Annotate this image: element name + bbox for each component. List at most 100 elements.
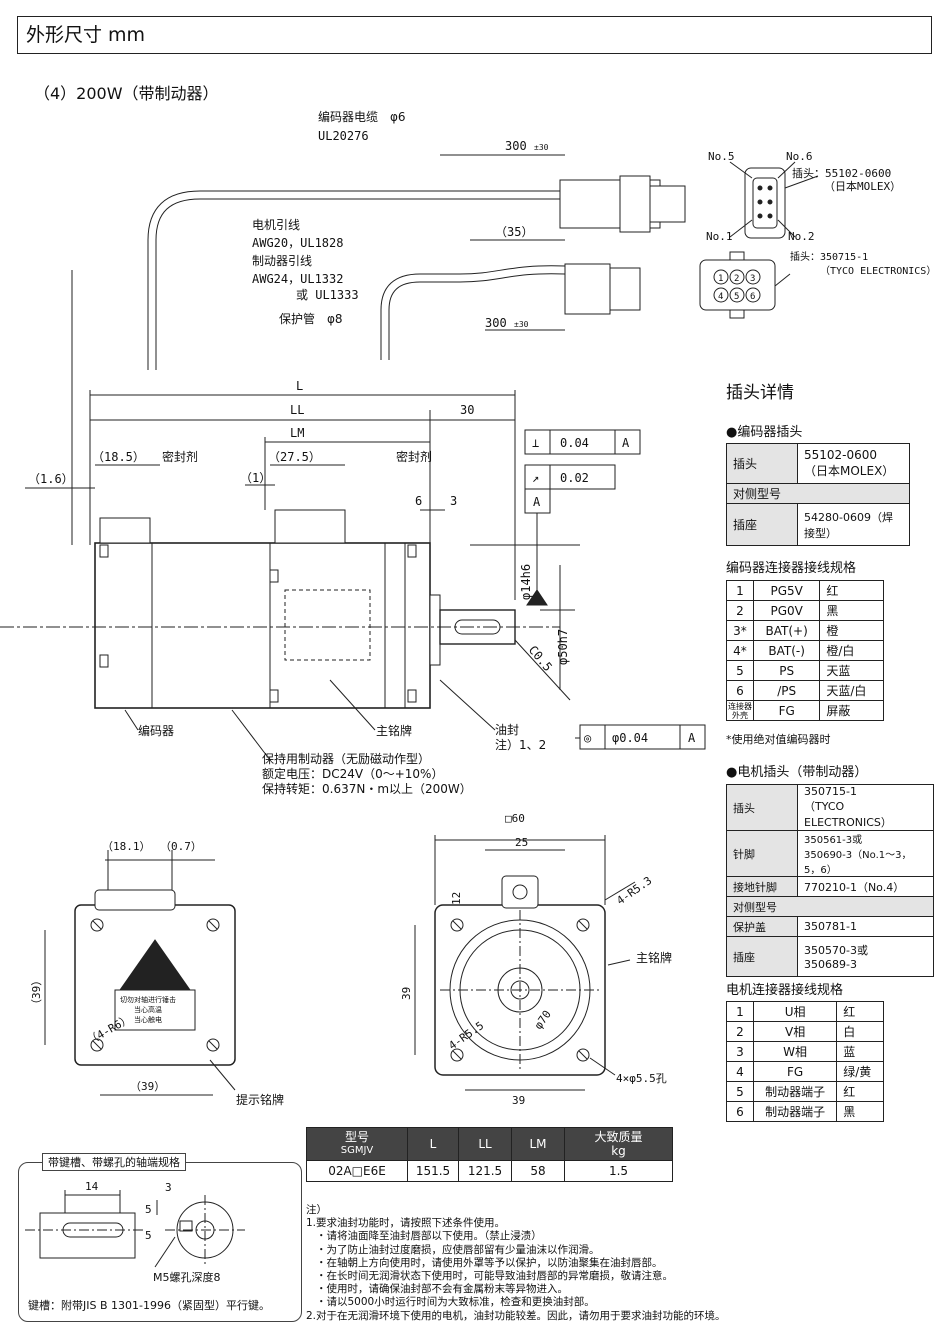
enc-pin-sig: BAT(+) [752, 620, 821, 641]
tube-label: 保护管 φ8 [279, 311, 343, 326]
mot-socket-label: 插座 [726, 936, 798, 977]
nameplate-label: 主铭牌 [376, 723, 412, 738]
pin-1: 1 [718, 274, 723, 284]
cell-LL: 121.5 [458, 1160, 512, 1182]
enc-plug-pn: 55102-0600 [804, 448, 878, 462]
encoder-cable-ul: UL20276 [318, 129, 369, 143]
datum-a-2: A [533, 495, 541, 509]
mot-pin-color: 黑 [836, 1101, 884, 1122]
cell-mass: 1.5 [564, 1160, 673, 1182]
warn-text-2: 当心高温 [134, 1005, 162, 1014]
tol-30-b: ±30 [514, 320, 529, 329]
mot-pin-n: 5 [726, 1081, 754, 1102]
section-subtitle: （4）200W（带制动器） [34, 84, 219, 103]
mot-pin-color: 白 [836, 1021, 884, 1042]
conn-no1: No.1 [706, 230, 733, 243]
mot-socket-a: 350570-3或 [804, 944, 868, 957]
page-header: 外形尺寸 mm [17, 16, 932, 54]
note-line: ・在轴朝上方向使用时，请使用外罩等予以保护，以防油聚集在油封唇部。 [316, 1256, 663, 1269]
mot-conn-mfr: （TYCO ELECTRONICS） [820, 265, 936, 277]
enc-pin-n: 2 [726, 600, 754, 621]
enc-socket-pn: 54280-0609（焊接型） [797, 503, 910, 546]
mot-wiring-title: 电机连接器接线规格 [726, 983, 844, 998]
col-mass: 大致质量 [594, 1130, 643, 1144]
enc-pin-n: 1 [726, 580, 754, 601]
brake-lead-or: 或 UL1333 [296, 288, 359, 302]
note-line: ・请以5000小时运行时间为大致标准，检查和更换油封部。 [316, 1296, 595, 1309]
enc-plug-mfr: （日本MOLEX） [804, 464, 895, 478]
mot-pin-n: 6 [726, 1101, 754, 1122]
dim-sq60: □60 [505, 812, 525, 825]
datum-a-1: A [622, 436, 630, 450]
shaft-dim-5: 5 [145, 1203, 152, 1216]
enc-pin-sig: BAT(-) [752, 640, 821, 661]
motor-lead-awg: AWG20，UL1828 [252, 236, 343, 250]
mot-pin-sig: 制动器端子 [752, 1081, 838, 1102]
enc-pin-n: 3* [726, 620, 754, 641]
dim-30: 30 [460, 403, 474, 417]
enc-pin-sig: /PS [752, 680, 821, 701]
brake-lead-awg: AWG24，UL1332 [252, 272, 343, 286]
dim-L: L [296, 379, 303, 393]
mot-plug-title: ●电机插头（带制动器） [726, 765, 868, 780]
dim-35: （35） [495, 225, 533, 239]
mot-pin-color: 红 [836, 1081, 884, 1102]
oil-seal-note: 注）1、2 [495, 737, 546, 752]
dim-39-b: （39） [130, 1080, 165, 1093]
dim-18-1: （18.1） [102, 840, 151, 853]
note-line: 1.要求油封功能时，请按照下述条件使用。 [306, 1217, 506, 1230]
dim-300-motor: 300 [485, 316, 507, 330]
mot-pin-sig: 制动器端子 [752, 1101, 838, 1122]
brake-voltage: 额定电压：DC24V（0～+10%） [262, 766, 443, 781]
warn-text-1: 切勿对轴进行锤击 [120, 995, 176, 1004]
dim-39-c: 39 [400, 987, 413, 1000]
datum-a-3: A [688, 731, 696, 745]
enc-conn-mfr: （日本MOLEX） [824, 179, 901, 193]
mot-pin-color: 红 [836, 1001, 884, 1022]
dim-39-a: （39） [30, 975, 43, 1010]
cell-L: 151.5 [407, 1160, 459, 1182]
mot-pin-sig: FG [752, 1061, 838, 1082]
mot-plug-table: 插头 350715-1（TYCO ELECTRONICS） 针脚 350561-… [726, 784, 934, 977]
perpendicularity-symbol: ⊥ [532, 436, 539, 450]
enc-pin-color: 橙 [819, 620, 884, 641]
mot-pin-sig: V相 [752, 1021, 838, 1042]
enc-pin-n: 4* [726, 640, 754, 661]
enc-mate-label: 对侧型号 [726, 483, 910, 504]
brake-title: 保持用制动器（无励磁动作型） [262, 751, 430, 766]
mot-pin-b: 350690-3（No.1～3，5，6） [804, 850, 912, 876]
motor-lead-label: 电机引线 [252, 218, 300, 232]
enc-pin-color: 红 [819, 580, 884, 601]
enc-pin-n: 连接器外壳 [726, 700, 754, 721]
mot-pin-sig: W相 [752, 1041, 838, 1062]
pin-5: 5 [734, 292, 739, 302]
dim-300-encoder: 300 [505, 139, 527, 153]
front-view-drawing: □60 25 12 4-R5.3 39 4-R5.5 φ70 4×φ5.5孔 3… [400, 812, 672, 1107]
warning-plate-label: 提示铭牌 [236, 1092, 284, 1107]
enc-plug-title: ●编码器插头 [726, 425, 803, 440]
pin-4: 4 [718, 292, 723, 302]
runout-symbol: ↗ [532, 471, 539, 485]
concentricity-value: φ0.04 [612, 731, 648, 745]
dim-12: 12 [450, 892, 463, 905]
warn-text-3: 当心触电 [134, 1015, 162, 1024]
enc-pin-sig: FG [752, 700, 821, 721]
enc-pin-n: 6 [726, 680, 754, 701]
mot-cover: 350781-1 [797, 916, 934, 937]
brake-lead-label: 制动器引线 [252, 254, 312, 268]
mot-pin-n: 4 [726, 1061, 754, 1082]
runout-value: 0.02 [560, 471, 589, 485]
dim-1: （1） [240, 471, 271, 485]
mot-conn-pn: 插头：350715-1 [790, 250, 868, 263]
enc-pin-color: 橙/白 [819, 640, 884, 661]
nameplate-label-2: 主铭牌 [636, 950, 672, 965]
mot-pin-n: 2 [726, 1021, 754, 1042]
enc-wiring-title: 编码器连接器接线规格 [726, 561, 857, 576]
dim-0-7: （0.7） [160, 840, 202, 853]
connector-pictograms: No.5 No.6 No.1 No.2 插头：55102-0600 （日本MOL… [699, 150, 936, 319]
mot-pin-n: 1 [726, 1001, 754, 1022]
screw-hole-spec: M5螺孔深度8 [153, 1270, 221, 1284]
